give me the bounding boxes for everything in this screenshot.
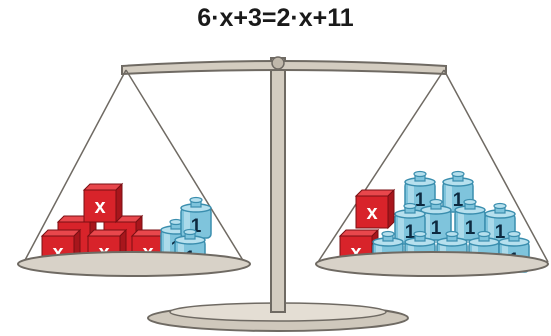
scale-pillar: [270, 57, 286, 313]
unit-weight-label: 1: [453, 190, 464, 211]
scale-pivot: [271, 56, 285, 70]
x-block-label: x: [52, 242, 63, 264]
right-string-inner: [317, 69, 445, 263]
left-pan: [17, 251, 251, 277]
unit-weight-label: 1: [431, 218, 442, 239]
unit-weight-label: 1: [191, 216, 202, 237]
unit-weight: 1: [454, 198, 486, 241]
left-string-outer: [23, 69, 127, 263]
unit-weight-label: 1: [405, 222, 416, 243]
equation-title: 6·x+3=2·x+11: [197, 4, 354, 32]
unit-weight-label: 1: [465, 218, 476, 239]
right-string-outer: [443, 69, 549, 263]
unit-weight: 1: [180, 196, 212, 239]
x-block-label: x: [366, 202, 377, 224]
unit-weight-label: 1: [415, 190, 426, 211]
unit-weight-label: 1: [495, 222, 506, 243]
right-pan: [315, 251, 549, 277]
unit-weight: 1: [420, 198, 452, 241]
left-string-inner: [125, 69, 245, 263]
x-block: x: [82, 182, 124, 224]
x-block: x: [354, 188, 396, 230]
unit-weight: 1: [484, 202, 516, 245]
x-block-label: x: [350, 242, 361, 264]
x-block-label: x: [94, 196, 105, 218]
